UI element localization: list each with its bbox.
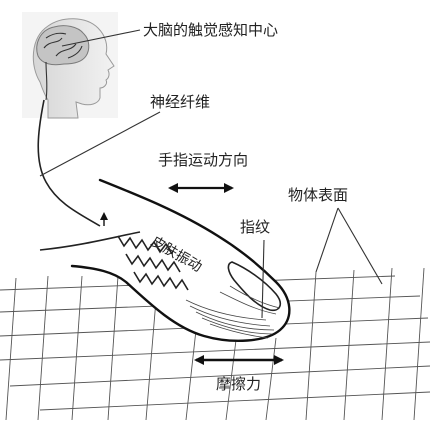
surface-leader-left bbox=[315, 207, 339, 273]
brain-icon bbox=[36, 25, 90, 66]
fingerprint-leader-line bbox=[261, 239, 265, 319]
fingernail bbox=[227, 261, 282, 312]
spinal-cord bbox=[45, 61, 48, 101]
label-object-surface: 物体表面 bbox=[288, 186, 348, 204]
head-illustration bbox=[22, 12, 118, 119]
fingerprint-ridges bbox=[185, 285, 281, 339]
brain-folds bbox=[43, 32, 83, 59]
nerve-fiber-line bbox=[37, 99, 101, 227]
label-nerve: 神经纤维 bbox=[150, 93, 210, 111]
finger-lower-contour bbox=[39, 231, 141, 251]
nerve-leader-line bbox=[39, 111, 161, 177]
label-brain-center: 大脑的触觉感知中心 bbox=[143, 21, 278, 39]
label-friction: 摩擦力 bbox=[216, 375, 261, 393]
finger-outline bbox=[70, 178, 291, 342]
label-finger-direction: 手指运动方向 bbox=[158, 151, 248, 169]
brain-leader-line bbox=[61, 29, 141, 47]
skin-vibration-zigzags bbox=[117, 235, 189, 291]
surface-leader-right bbox=[337, 207, 383, 285]
label-fingerprint: 指纹 bbox=[240, 218, 270, 236]
